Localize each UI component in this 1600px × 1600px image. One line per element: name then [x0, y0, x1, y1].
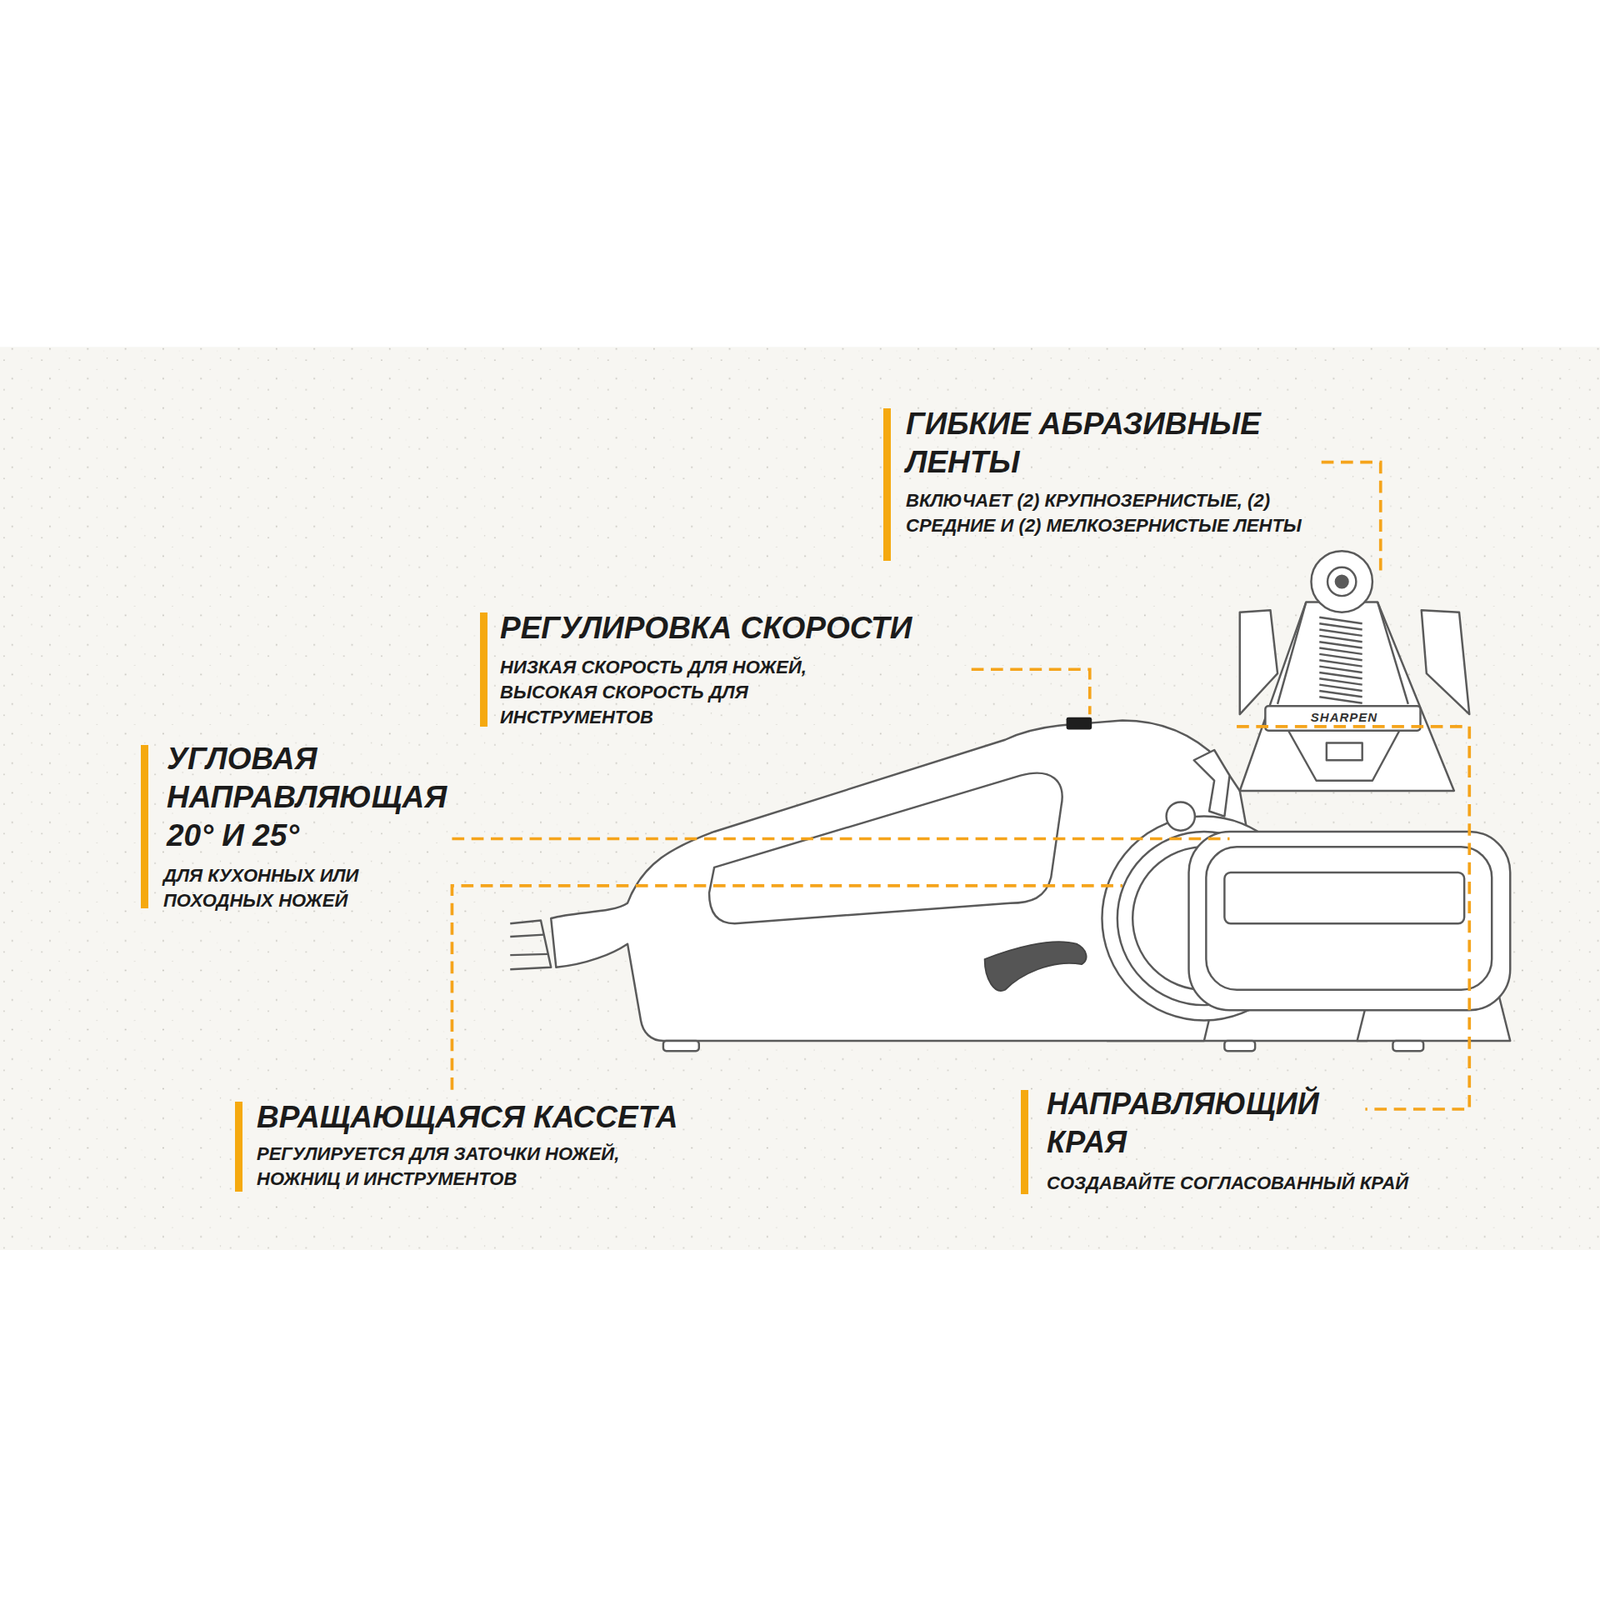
accent-bar	[140, 745, 149, 909]
spring-stroke	[1319, 690, 1362, 704]
speckled-ground	[0, 346, 1600, 1250]
callout-title: ВРАЩАЮЩАЯСЯ КАССЕТА	[256, 1098, 774, 1137]
callout-note: СОЗДАВАЙТЕ СОГЛАСОВАННЫЙ КРАЙ	[1046, 1170, 1547, 1196]
callout-note: НИЗКАЯ СКОРОСТЬ ДЛЯ НОЖЕЙ, ВЫСОКАЯ СКОРО…	[500, 655, 871, 730]
callout-note: ВКЛЮЧАЕТ (2) КРУПНОЗЕРНИСТЫЕ, (2) СРЕДНИ…	[905, 488, 1356, 539]
accent-bar	[235, 1101, 243, 1192]
trigger	[985, 941, 1087, 991]
brand-mark: SHARPEN	[1302, 710, 1386, 725]
spring-coil	[1319, 617, 1362, 704]
callout-title: ГИБКИЕ АБРАЗИВНЫЕ ЛЕНТЫ	[905, 405, 1323, 482]
leader-line	[971, 669, 1090, 715]
callout-note: РЕГУЛИРУЕТСЯ ДЛЯ ЗАТОЧКИ НОЖЕЙ, НОЖНИЦ И…	[256, 1141, 674, 1192]
callout-title: РЕГУЛИРОВКА СКОРОСТИ	[500, 609, 1000, 648]
leader-line	[1321, 462, 1381, 572]
spring-stroke	[1319, 641, 1362, 655]
leader-line	[451, 837, 1230, 841]
leader-lines	[451, 462, 1470, 1110]
accent-bar	[480, 612, 488, 727]
accent-bar	[883, 408, 891, 561]
leader-line	[451, 885, 1122, 1090]
callout-note: ДЛЯ КУХОННЫХ ИЛИ ПОХОДНЫХ НОЖЕЙ	[163, 863, 414, 914]
spring-stroke	[1319, 617, 1362, 630]
spring-stroke	[1319, 666, 1362, 680]
spring-stroke	[1319, 678, 1362, 691]
accent-bar	[1020, 1090, 1029, 1195]
spring-stroke	[1319, 630, 1362, 643]
callout-title: НАПРАВЛЯЮЩИЙ КРАЯ	[1046, 1085, 1355, 1162]
speckle-texture	[0, 346, 1600, 1250]
spring-stroke	[1319, 654, 1362, 667]
speed-button	[1066, 717, 1093, 730]
leader-line	[1236, 726, 1470, 1110]
callout-title: УГЛОВАЯ НАПРАВЛЯЮЩАЯ 20° И 25°	[166, 740, 484, 855]
